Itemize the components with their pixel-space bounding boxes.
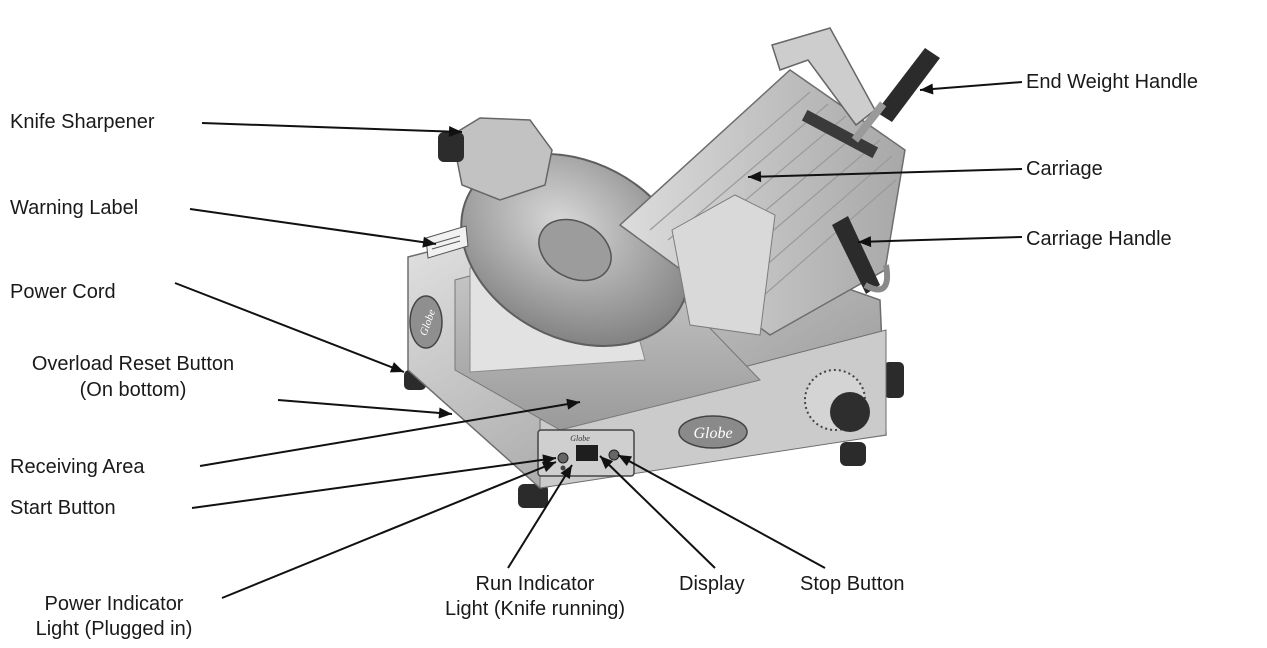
label-run-indicator-1: Run Indicator (475, 573, 595, 595)
leader-display (599, 455, 716, 569)
leader-power-indicator-arrowhead (541, 461, 556, 472)
leader-knife-sharpener-arrowhead (448, 126, 462, 138)
label-carriage-handle: Carriage Handle (1026, 228, 1172, 250)
end-weight-handle-grip (876, 48, 940, 122)
label-power-indicator-2: Light (Plugged in) (35, 618, 193, 640)
foot-right-front (840, 442, 866, 466)
leader-overload-reset (277, 399, 453, 415)
end-weight-rod (851, 101, 887, 143)
label-knife-sharpener: Knife Sharpener (10, 111, 155, 133)
leader-receiving-area (199, 401, 581, 467)
knife-sharpener-knob (438, 132, 464, 162)
label-overload-reset-2: (On bottom) (79, 379, 187, 401)
leader-carriage-handle (857, 236, 1023, 243)
label-receiving-area: Receiving Area (10, 456, 145, 478)
leader-carriage-handle-arrowhead (858, 236, 872, 248)
leader-power-cord (174, 282, 405, 373)
leader-stop-button-arrowhead (618, 455, 633, 467)
leader-receiving-area-arrowhead (566, 398, 580, 410)
front-logo-badge (678, 415, 748, 449)
thickness-knob (830, 392, 870, 432)
warning-label-decal (425, 225, 469, 259)
leader-stop-button (617, 454, 826, 569)
blade-hub (538, 218, 612, 282)
leader-run-indicator-arrowhead (560, 465, 572, 479)
run-light-shape (560, 465, 566, 471)
side-logo-badge (409, 295, 443, 349)
label-run-indicator-2: Light (Knife running) (444, 598, 626, 620)
leader-carriage (747, 168, 1023, 178)
leader-lines (174, 81, 1023, 599)
leader-power-cord-arrowhead (389, 362, 404, 373)
label-end-weight-handle: End Weight Handle (1026, 71, 1198, 93)
front-logo-text: Globe (693, 425, 732, 442)
knife-sharpener-housing (451, 117, 553, 201)
control-display (576, 445, 598, 461)
leader-knife-sharpener (201, 122, 463, 133)
end-weight-arm (771, 27, 876, 127)
leader-carriage-arrowhead (748, 171, 762, 183)
label-start-button: Start Button (10, 497, 116, 519)
label-power-indicator-1: Power Indicator (44, 593, 184, 615)
leader-power-indicator (221, 461, 557, 599)
label-warning-label: Warning Label (10, 197, 139, 219)
control-panel-logo: Globe (570, 434, 590, 443)
label-display: Display (679, 573, 745, 595)
leader-start-button (191, 457, 557, 509)
leader-end-weight-handle (919, 81, 1023, 91)
foot-left-front (518, 484, 548, 508)
label-stop-button: Stop Button (800, 573, 905, 595)
leader-warning-label-arrowhead (422, 236, 436, 248)
carriage-handle-grip (832, 216, 880, 294)
stop-button-shape (608, 449, 620, 461)
leader-warning-label (189, 208, 437, 245)
leader-run-indicator (507, 464, 573, 569)
end-weight-spikes (801, 109, 879, 159)
label-carriage: Carriage (1026, 158, 1103, 180)
label-power-cord: Power Cord (10, 281, 116, 303)
leader-display-arrowhead (600, 456, 614, 470)
carriage-fence (671, 194, 776, 336)
start-button-shape (557, 452, 569, 464)
label-overload-reset-1: Overload Reset Button (31, 353, 235, 375)
leader-overload-reset-arrowhead (438, 407, 452, 419)
carriage-handle-rod (863, 264, 890, 293)
foot-right-back (884, 362, 904, 398)
leader-end-weight-handle-arrowhead (920, 83, 934, 95)
